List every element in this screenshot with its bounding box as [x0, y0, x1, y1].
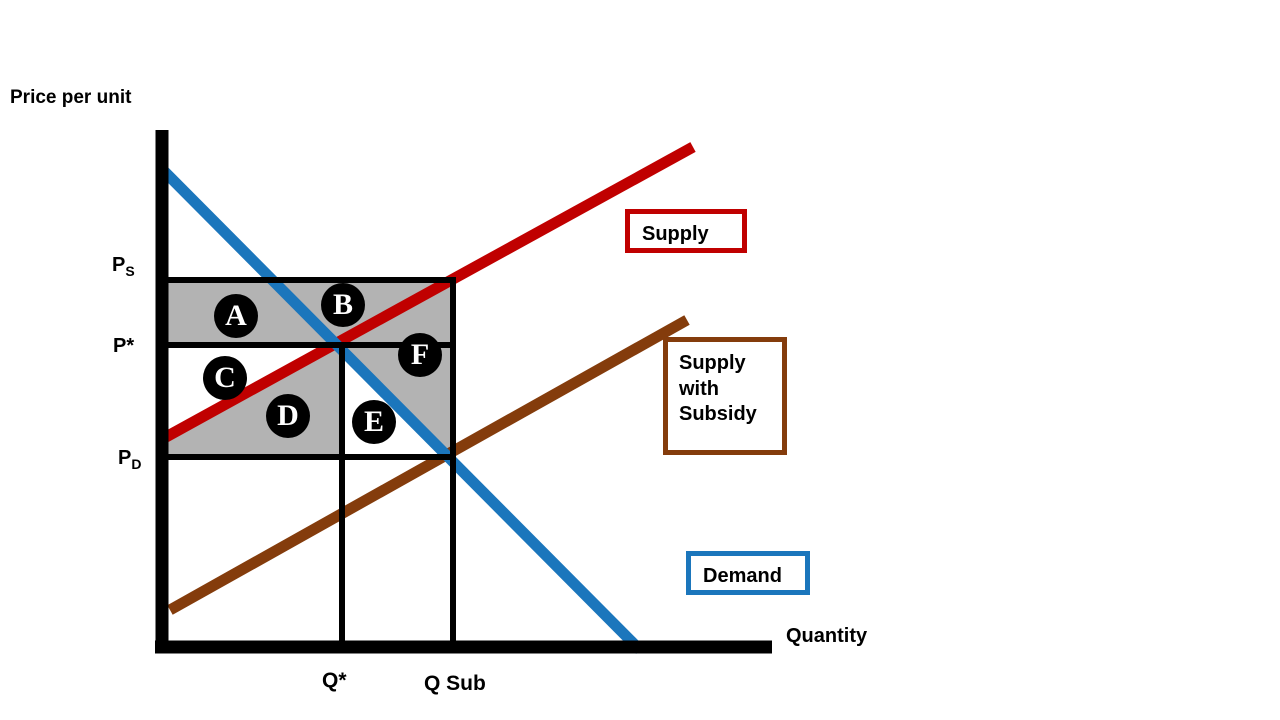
supply-with-subsidy-curve [167, 315, 690, 615]
y-axis-title: Price per unit [10, 87, 132, 108]
region-marker-c: C [203, 356, 247, 400]
region-marker-f: F [398, 333, 442, 377]
price-label-ps: PS [112, 255, 135, 278]
price-label-pd: PD [118, 448, 141, 471]
region-marker-d: D [266, 394, 310, 438]
quantity-label-qsub: Q Sub [424, 672, 486, 695]
region-marker-a: A [214, 294, 258, 338]
legend-demand: Demand [686, 551, 810, 595]
region-marker-e: E [352, 400, 396, 444]
legend-demand-label: Demand [703, 565, 782, 587]
price-label-pd-subscript: D [131, 456, 142, 472]
price-label-pstar: P* [113, 335, 135, 357]
region-marker-b: B [321, 283, 365, 327]
price-label-ps-base: P [112, 254, 126, 276]
x-axis-title: Quantity [786, 625, 868, 647]
demand-curve [156, 163, 644, 654]
legend-subsidy-line-3: Subsidy [679, 403, 757, 426]
supply-curve [163, 142, 696, 442]
legend-subsidy-line-2: with [679, 377, 719, 400]
legend-subsidy-line-1: Supply [679, 352, 746, 374]
quantity-label-qstar: Q* [322, 669, 347, 692]
legend-supply-with-subsidy: Supply with Subsidy [663, 337, 787, 455]
price-label-ps-subscript: S [125, 263, 135, 279]
legend-supply-label: Supply [642, 223, 709, 245]
price-label-pd-base: P [118, 447, 132, 469]
legend-supply: Supply [625, 209, 747, 253]
